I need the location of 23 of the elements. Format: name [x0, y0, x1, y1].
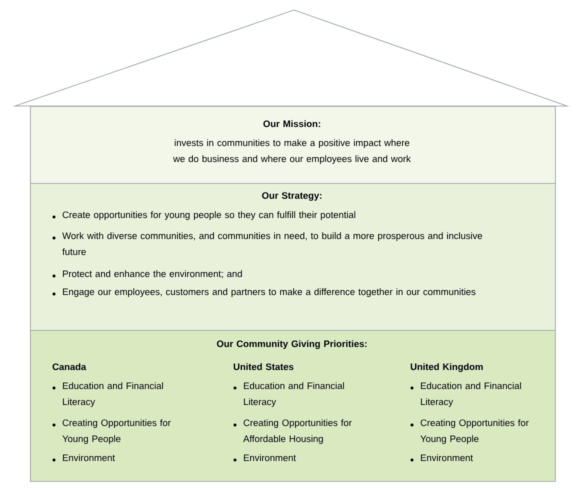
- bullet-item: Creating Opportunities for Affordable Housing: [234, 419, 352, 444]
- heading: Our Mission:: [263, 120, 320, 128]
- bullet-item: Create opportunities for young people so they can fulfill their potential: [52, 211, 356, 220]
- heading: Our Strategy:: [262, 192, 322, 201]
- bullet-item: Education and Financial Literacy: [52, 382, 163, 407]
- bullet-item: Environment: [234, 454, 296, 462]
- bullet-item: Environment: [410, 454, 473, 462]
- column-heading: Canada: [52, 363, 86, 370]
- mission-section: [30, 106, 556, 184]
- bullet-item: Protect and enhance the environment; and: [52, 270, 242, 278]
- column-heading: United States: [234, 363, 294, 370]
- bullet-item: Engage our employees, customers and partners to make a difference together in our communities: [52, 288, 476, 297]
- bullet-item: Environment: [52, 454, 115, 462]
- column-heading: United Kingdom: [410, 363, 483, 372]
- strategy-section: [30, 183, 556, 331]
- mission-text: invests in communities to make a positive impact where we do business and where our employees live and work: [173, 139, 411, 164]
- bullet-item: Creating Opportunities for Young People: [410, 419, 529, 444]
- heading: Our Community Giving Priorities:: [216, 340, 367, 349]
- priorities-section: [30, 330, 556, 482]
- bullet-item: Education and Financial Literacy: [234, 382, 344, 407]
- bullet-item: Creating Opportunities for Young People: [52, 419, 171, 444]
- bullet-item: Education and Financial Literacy: [410, 382, 521, 407]
- bullet-item: Work with diverse communities, and communities in need, to build a more prosperous and inclusive future: [52, 232, 482, 256]
